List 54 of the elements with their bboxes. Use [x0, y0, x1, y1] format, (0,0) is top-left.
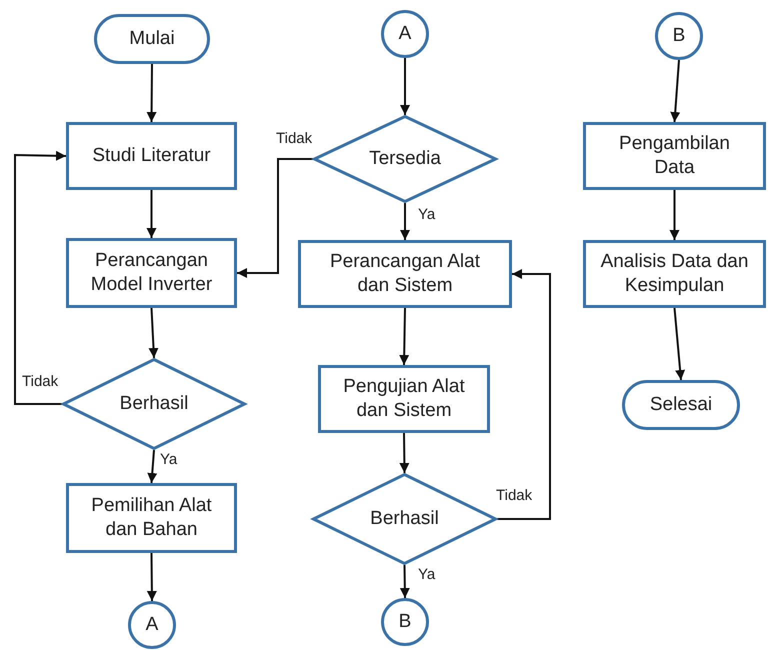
- node-label: A: [146, 613, 158, 637]
- process-box: [318, 365, 490, 433]
- terminator-shape: [94, 14, 210, 64]
- arrow: [497, 269, 551, 520]
- process-box: [583, 240, 766, 308]
- connector-circle: [128, 601, 176, 649]
- arrow: [147, 450, 158, 484]
- node-label: A: [398, 22, 412, 46]
- arrow: [237, 158, 313, 278]
- edge-label: Tidak: [22, 373, 58, 390]
- arrow: [14, 150, 66, 405]
- connector-circle: [381, 598, 429, 646]
- node-label: Studi Literatur: [92, 144, 211, 168]
- node-label: Berhasil: [120, 392, 188, 416]
- decision-diamond: [312, 473, 497, 565]
- decision-diamond: [313, 115, 497, 203]
- process-box: [66, 238, 237, 308]
- process-box: [66, 483, 237, 553]
- arrow: [146, 552, 157, 602]
- connector-circle: [381, 10, 429, 58]
- node-label: Perancangan Model Inverter: [90, 249, 214, 297]
- node-label: Pengambilan Data: [618, 132, 731, 180]
- connector-circle: [655, 12, 703, 60]
- decision-diamond: [62, 358, 246, 450]
- edge-label: Tidak: [276, 130, 312, 147]
- node-label: Selesai: [650, 393, 712, 417]
- edge-label: Ya: [160, 451, 178, 468]
- node-label: Mulai: [129, 27, 175, 51]
- arrow: [148, 308, 158, 358]
- arrow: [670, 190, 680, 240]
- arrow: [399, 308, 410, 366]
- edge-label: Ya: [418, 566, 436, 583]
- terminator-shape: [622, 380, 740, 430]
- arrow: [399, 432, 410, 474]
- arrow: [146, 64, 157, 122]
- node-label: B: [398, 610, 412, 634]
- arrow: [674, 308, 686, 380]
- node-label: Tersedia: [369, 147, 441, 171]
- node-label: Pemilihan Alat dan Bahan: [90, 494, 213, 542]
- arrow: [400, 58, 410, 115]
- arrow: [400, 203, 410, 240]
- edge-label: Ya: [418, 206, 436, 223]
- node-label: Berhasil: [370, 507, 439, 531]
- arrow: [146, 190, 156, 238]
- process-box: [298, 240, 512, 308]
- edge-label: Tidak: [496, 487, 532, 504]
- arrow: [400, 564, 410, 598]
- arrow: [670, 60, 680, 122]
- process-box: [66, 122, 237, 190]
- process-box: [583, 122, 766, 190]
- node-label: Perancangan Alat dan Sistem: [328, 250, 481, 298]
- node-label: B: [672, 24, 686, 48]
- node-label: Pengujian Alat dan Sistem: [342, 375, 466, 423]
- node-label: Analisis Data dan Kesimpulan: [600, 250, 749, 298]
